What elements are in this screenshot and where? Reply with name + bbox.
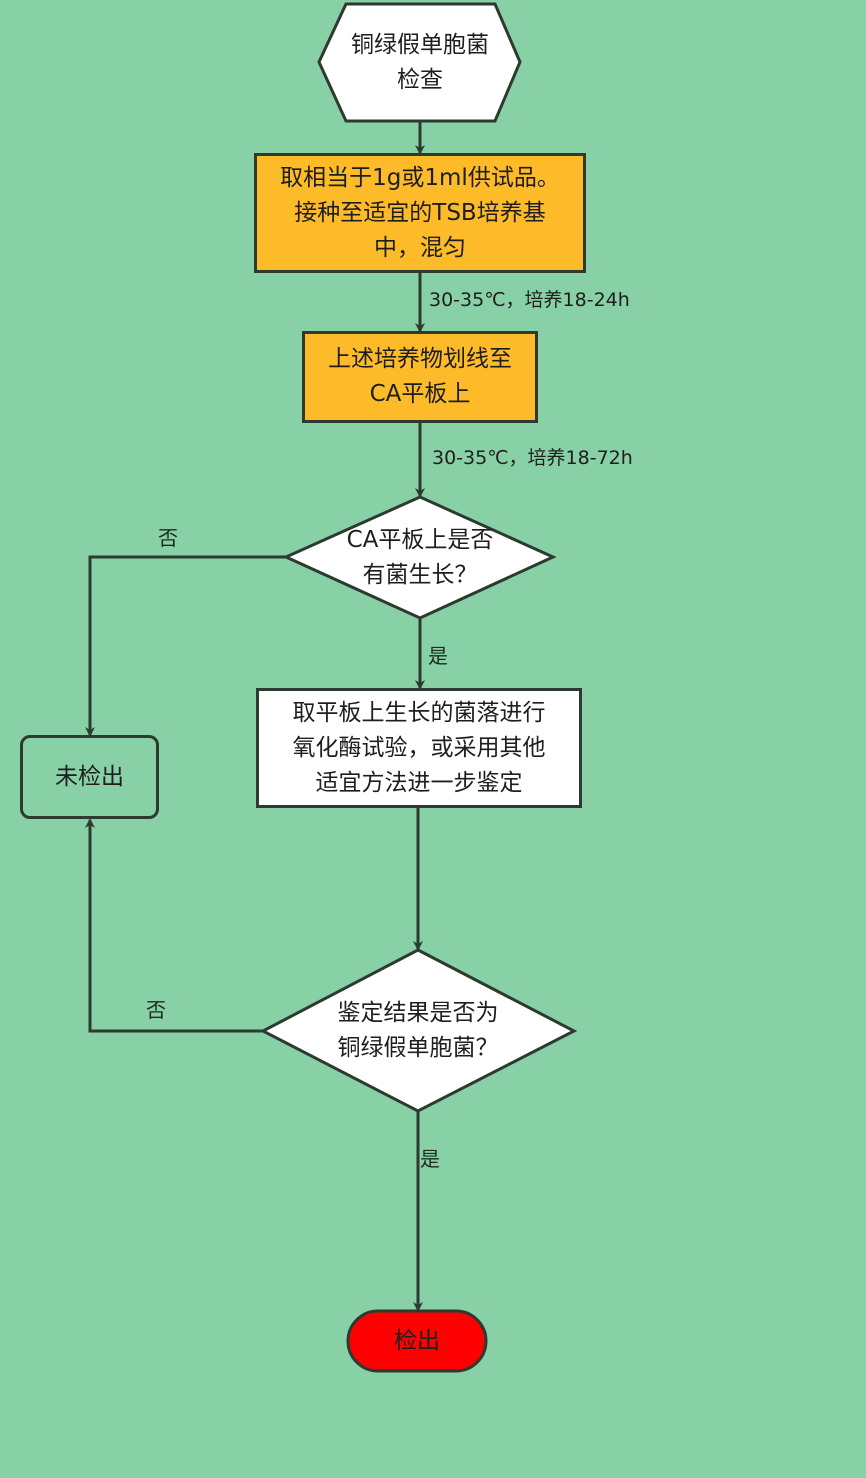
decision1-no-label: 否 [158, 526, 178, 550]
detected-node: 检出 [394, 1327, 440, 1354]
step3-box: 取平板上生长的菌落进行 氧化酶试验，或采用其他 适宜方法进一步鉴定 [256, 688, 582, 808]
step2-box: 上述培养物划线至 CA平板上 [302, 331, 538, 423]
edge-decision2-no [85, 818, 263, 1033]
edge-decision1-no [85, 555, 286, 737]
decision1-node: CA平板上是否 有菌生长？ [346, 527, 494, 588]
step1-box: 取相当于1g或1ml供试品。 接种至适宜的TSB培养基 中，混匀 [254, 153, 586, 273]
not-detected-node: 未检出 [20, 735, 159, 819]
decision2-node: 鉴定结果是否为 铜绿假单胞菌？ [337, 1000, 499, 1061]
start-hexagon [317, 2, 522, 123]
start-node: 铜绿假单胞菌 检查 [351, 31, 489, 93]
incubate1-label: 30-35℃，培养18-24h [429, 289, 630, 311]
decision1-yes-label: 是 [428, 644, 448, 668]
incubate2-label: 30-35℃，培养18-72h [432, 447, 633, 469]
decision2-yes-label: 是 [420, 1147, 440, 1171]
decision2-no-label: 否 [146, 998, 166, 1022]
